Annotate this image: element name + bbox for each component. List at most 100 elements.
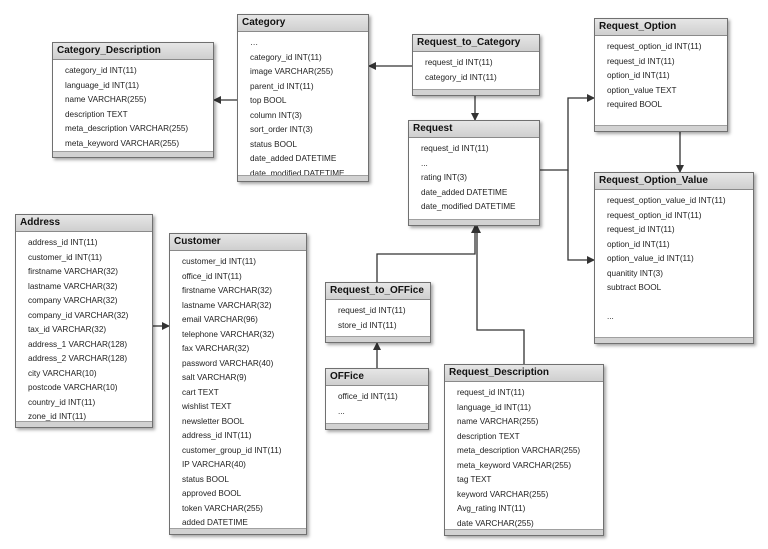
- entity-field: firstname VARCHAR(32): [28, 267, 118, 276]
- link-request-to-request-option: [540, 94, 595, 171]
- entity-field: telephone VARCHAR(32): [182, 329, 275, 339]
- entity-field: country_id INT(11): [28, 397, 96, 407]
- entity-field: meta_description VARCHAR(255): [457, 446, 581, 455]
- entity-field: meta_description VARCHAR(255): [65, 124, 189, 133]
- entity-field: wishlist TEXT: [182, 402, 232, 411]
- entity-field: date_added DATETIME: [250, 154, 337, 163]
- entity-field: lastname VARCHAR(32): [182, 300, 272, 310]
- entity-field: …: [250, 38, 259, 47]
- entity-fields: address_id INT(11) customer_id INT(11) fir…: [16, 232, 152, 425]
- entity-field: password VARCHAR(40): [182, 358, 274, 368]
- entity-field: IP VARCHAR(40): [182, 460, 246, 469]
- entity-field: address_1 VARCHAR(128): [28, 339, 128, 349]
- entity-field: subtract BOOL: [607, 283, 662, 292]
- entity-field: option_value_id INT(11): [607, 254, 694, 263]
- entity-field: category_id INT(11): [250, 52, 322, 62]
- entity-field: option_value TEXT: [607, 85, 677, 95]
- entity-field: email VARCHAR(96): [182, 315, 258, 324]
- entity-request-to-category[interactable]: Request_to_Category request_id INT(11)ca…: [412, 34, 540, 96]
- entity-field: sort_order INT(3): [250, 125, 313, 134]
- entity-footer: [595, 125, 727, 131]
- entity-title: OFFice: [326, 369, 428, 386]
- entity-customer[interactable]: Customer customer_id INT(11)office_id IN…: [169, 233, 307, 535]
- entity-title: Request_to_OFFice: [326, 283, 430, 300]
- entity-field: date_added DATETIME: [421, 187, 508, 197]
- entity-field: required BOOL: [607, 100, 663, 109]
- entity-field: firstname VARCHAR(32): [182, 286, 272, 295]
- entity-field: lastname VARCHAR(32): [28, 281, 118, 291]
- entity-field: top BOOL: [250, 96, 287, 105]
- entity-field: tax_id VARCHAR(32): [28, 325, 107, 334]
- entity-footer: [170, 528, 306, 534]
- entity-field: name VARCHAR(255): [65, 95, 147, 104]
- entity-field: request_id INT(11): [457, 388, 525, 397]
- entity-field: language_id INT(11): [65, 80, 140, 90]
- entity-field: meta_keyword VARCHAR(255): [457, 460, 572, 470]
- entity-field: category_id INT(11): [65, 66, 137, 75]
- entity-field: ...: [338, 406, 345, 416]
- entity-category-description[interactable]: Category_Description category_id INT(11)…: [52, 42, 214, 158]
- entity-title: Address: [16, 215, 152, 232]
- entity-field: salt VARCHAR(9): [182, 373, 247, 382]
- entity-request-option-value[interactable]: Request_Option_Value request_option_valu…: [594, 172, 754, 344]
- entity-field: keyword VARCHAR(255): [457, 489, 549, 499]
- entity-footer: [326, 336, 430, 342]
- entity-field: rating INT(3): [421, 173, 467, 182]
- entity-fields: request_id INT(11)language_id INT(11)nam…: [445, 382, 603, 531]
- entity-field: status BOOL: [250, 139, 297, 149]
- entity-request-description[interactable]: Request_Description request_id INT(11)la…: [444, 364, 604, 536]
- entity-field: ...: [421, 158, 428, 168]
- link-request-to-request-option-value: [567, 170, 595, 264]
- entity-fields: request_id INT(11)category_id INT(11): [413, 52, 539, 85]
- entity-field: cart TEXT: [182, 387, 219, 397]
- entity-field: address_2 VARCHAR(128): [28, 354, 128, 363]
- link-request-description-to-request: [473, 225, 525, 364]
- entity-fields: …category_id INT(11)image VARCHAR(255)pa…: [238, 32, 368, 181]
- entity-field: option_id INT(11): [607, 71, 670, 80]
- entity-field: added DATETIME: [182, 518, 248, 527]
- entity-field: address_id INT(11): [28, 238, 98, 247]
- entity-footer: [53, 151, 213, 157]
- entity-field: request_option_id INT(11): [607, 210, 702, 220]
- entity-office[interactable]: OFFice office_id INT(11)...: [325, 368, 429, 430]
- entity-field: [595, 296, 753, 311]
- entity-field: token VARCHAR(255): [182, 503, 263, 513]
- entity-field: description TEXT: [65, 109, 128, 119]
- entity-field: option_id INT(11): [607, 239, 670, 249]
- entity-request-option[interactable]: Request_Option request_option_id INT(11)…: [594, 18, 728, 132]
- entity-title: Customer: [170, 234, 306, 251]
- entity-footer: [238, 175, 368, 181]
- entity-field: request_id INT(11): [421, 144, 489, 153]
- entity-field: request_id INT(11): [607, 225, 675, 234]
- entity-field: address_id INT(11): [182, 431, 252, 440]
- entity-field: postcode VARCHAR(10): [28, 383, 118, 392]
- entity-field: newsletter BOOL: [182, 416, 245, 426]
- entity-footer: [409, 219, 539, 225]
- entity-field: request_id INT(11): [338, 306, 406, 315]
- entity-field: company VARCHAR(32): [28, 296, 118, 305]
- entity-field: company_id VARCHAR(32): [28, 310, 129, 320]
- entity-footer: [445, 529, 603, 535]
- entity-address[interactable]: Address address_id INT(11) customer_id IN…: [15, 214, 153, 428]
- entity-category[interactable]: Category …category_id INT(11)image VARCH…: [237, 14, 369, 182]
- entity-field: customer_id INT(11): [28, 252, 103, 262]
- entity-fields: request_id INT(11)store_id INT(11): [326, 300, 430, 333]
- entity-field: name VARCHAR(255): [457, 417, 539, 426]
- entity-field: zone_id INT(11): [28, 412, 87, 421]
- entity-field: city VARCHAR(10): [28, 368, 97, 378]
- entity-title: Request: [409, 121, 539, 138]
- entity-request-to-office[interactable]: Request_to_OFFice request_id INT(11)stor…: [325, 282, 431, 343]
- entity-field: tag TEXT: [457, 475, 492, 484]
- entity-field: date VARCHAR(255): [457, 518, 534, 528]
- entity-title: Request_Description: [445, 365, 603, 382]
- entity-footer: [413, 89, 539, 95]
- entity-request[interactable]: Request request_id INT(11)... rating INT(…: [408, 120, 540, 226]
- entity-title: Category: [238, 15, 368, 32]
- entity-field: request_option_id INT(11): [607, 42, 702, 51]
- entity-field: status BOOL: [182, 474, 229, 484]
- entity-title: Request_Option_Value: [595, 173, 753, 190]
- entity-field: request_id INT(11): [607, 56, 675, 66]
- entity-field: ...: [607, 312, 614, 321]
